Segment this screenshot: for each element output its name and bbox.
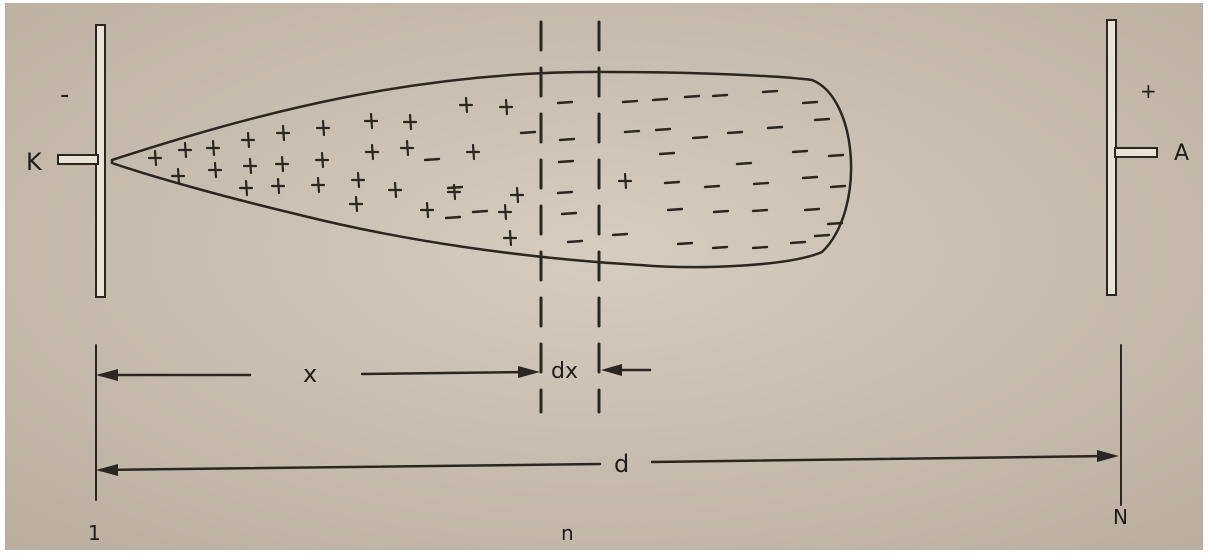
anode-polarity: + bbox=[1140, 79, 1157, 103]
electron-mark bbox=[829, 184, 847, 189]
positive-ion-mark bbox=[315, 119, 331, 137]
electron-mark bbox=[663, 180, 681, 185]
positive-ion-mark bbox=[509, 186, 525, 204]
electron-mark bbox=[444, 215, 462, 220]
electron-mark bbox=[566, 239, 584, 244]
electron-mark bbox=[751, 245, 769, 250]
positive-ion-mark bbox=[497, 203, 513, 221]
positive-ion-mark bbox=[275, 124, 291, 142]
positive-ion-mark bbox=[399, 139, 415, 157]
electron-mark bbox=[726, 130, 744, 135]
positive-ion-mark bbox=[274, 155, 290, 173]
paper-background bbox=[5, 3, 1203, 550]
electron-mark bbox=[803, 207, 821, 212]
positive-ion-mark bbox=[240, 131, 256, 149]
electron-mark bbox=[703, 184, 721, 189]
cathode-polarity: - bbox=[60, 80, 69, 110]
electron-mark bbox=[801, 175, 819, 180]
electron-mark bbox=[761, 89, 779, 94]
electron-mark bbox=[735, 161, 753, 166]
electron-mark bbox=[827, 153, 845, 158]
positive-ion-mark bbox=[502, 229, 518, 247]
electron-mark bbox=[560, 211, 578, 216]
electron-mark bbox=[801, 100, 819, 105]
electron-mark bbox=[423, 157, 441, 162]
dimension-lines: x dx d bbox=[95, 344, 1122, 506]
dx-dimension: dx bbox=[551, 359, 652, 384]
positive-ion-mark bbox=[402, 113, 418, 131]
electron-mark bbox=[666, 207, 684, 212]
electron-mark bbox=[766, 125, 784, 130]
positive-ion-mark bbox=[363, 112, 379, 130]
avalanche-envelope bbox=[110, 70, 853, 269]
electron-mark bbox=[611, 232, 629, 237]
positive-ion-mark bbox=[348, 195, 364, 213]
position-label-end: N bbox=[1113, 505, 1128, 529]
cathode-label: K bbox=[26, 148, 43, 176]
electron-mark bbox=[813, 233, 831, 238]
positive-ion-mark bbox=[458, 96, 474, 114]
positive-ion-mark bbox=[207, 161, 223, 179]
anode-electrode: A + bbox=[1106, 19, 1189, 296]
positive-ion-mark bbox=[364, 143, 380, 161]
positive-ion-mark bbox=[314, 151, 330, 169]
x-dimension: x bbox=[96, 360, 540, 388]
positive-ion-mark bbox=[270, 177, 286, 195]
positive-ion-mark bbox=[238, 179, 254, 197]
positive-ion-mark bbox=[242, 157, 258, 175]
electron-mark bbox=[556, 190, 574, 195]
electron-mark bbox=[557, 159, 575, 164]
electron-mark bbox=[683, 94, 701, 99]
positive-ion-mark bbox=[617, 172, 633, 190]
electron-mark bbox=[826, 221, 844, 226]
electron-mark bbox=[711, 245, 729, 250]
electron-mark bbox=[654, 127, 672, 132]
position-label-slice: n bbox=[561, 521, 574, 545]
positive-ion-mark bbox=[177, 141, 193, 159]
positive-ion-mark bbox=[465, 143, 481, 161]
electron-mark bbox=[621, 99, 639, 104]
electron-mark bbox=[752, 181, 770, 186]
positive-ion-mark bbox=[310, 176, 326, 194]
cathode-electrode: K - bbox=[26, 24, 106, 298]
dx-label: dx bbox=[551, 359, 578, 384]
position-label-start: 1 bbox=[88, 521, 101, 545]
electron-mark bbox=[676, 241, 694, 246]
electron-mark bbox=[623, 129, 641, 134]
electron-mark bbox=[556, 100, 574, 105]
electron-mark bbox=[658, 151, 676, 156]
positive-ion-mark bbox=[498, 98, 514, 116]
positive-ion-mark bbox=[205, 139, 221, 157]
electron-mark bbox=[712, 209, 730, 214]
electron-mark bbox=[813, 117, 831, 122]
electron-mark bbox=[519, 130, 537, 135]
anode-label: A bbox=[1174, 141, 1189, 166]
electron-mark bbox=[446, 185, 464, 190]
electron-mark bbox=[651, 97, 669, 102]
electron-mark bbox=[691, 135, 709, 140]
electron-mark bbox=[791, 149, 809, 154]
electron-mark bbox=[751, 208, 769, 213]
positive-ion-mark bbox=[170, 167, 186, 185]
positive-ion-mark bbox=[387, 181, 403, 199]
positive-ion-mark bbox=[147, 149, 163, 167]
electron-mark bbox=[711, 93, 729, 98]
positive-ion-mark bbox=[350, 171, 366, 189]
electron-mark bbox=[471, 209, 489, 214]
positive-ions bbox=[147, 96, 633, 247]
d-dimension: d bbox=[96, 450, 1119, 478]
positive-ion-mark bbox=[419, 201, 435, 219]
electrons bbox=[423, 89, 847, 250]
x-label: x bbox=[303, 360, 317, 388]
electron-mark bbox=[558, 137, 576, 142]
electron-mark bbox=[789, 240, 807, 245]
d-label: d bbox=[614, 450, 629, 478]
